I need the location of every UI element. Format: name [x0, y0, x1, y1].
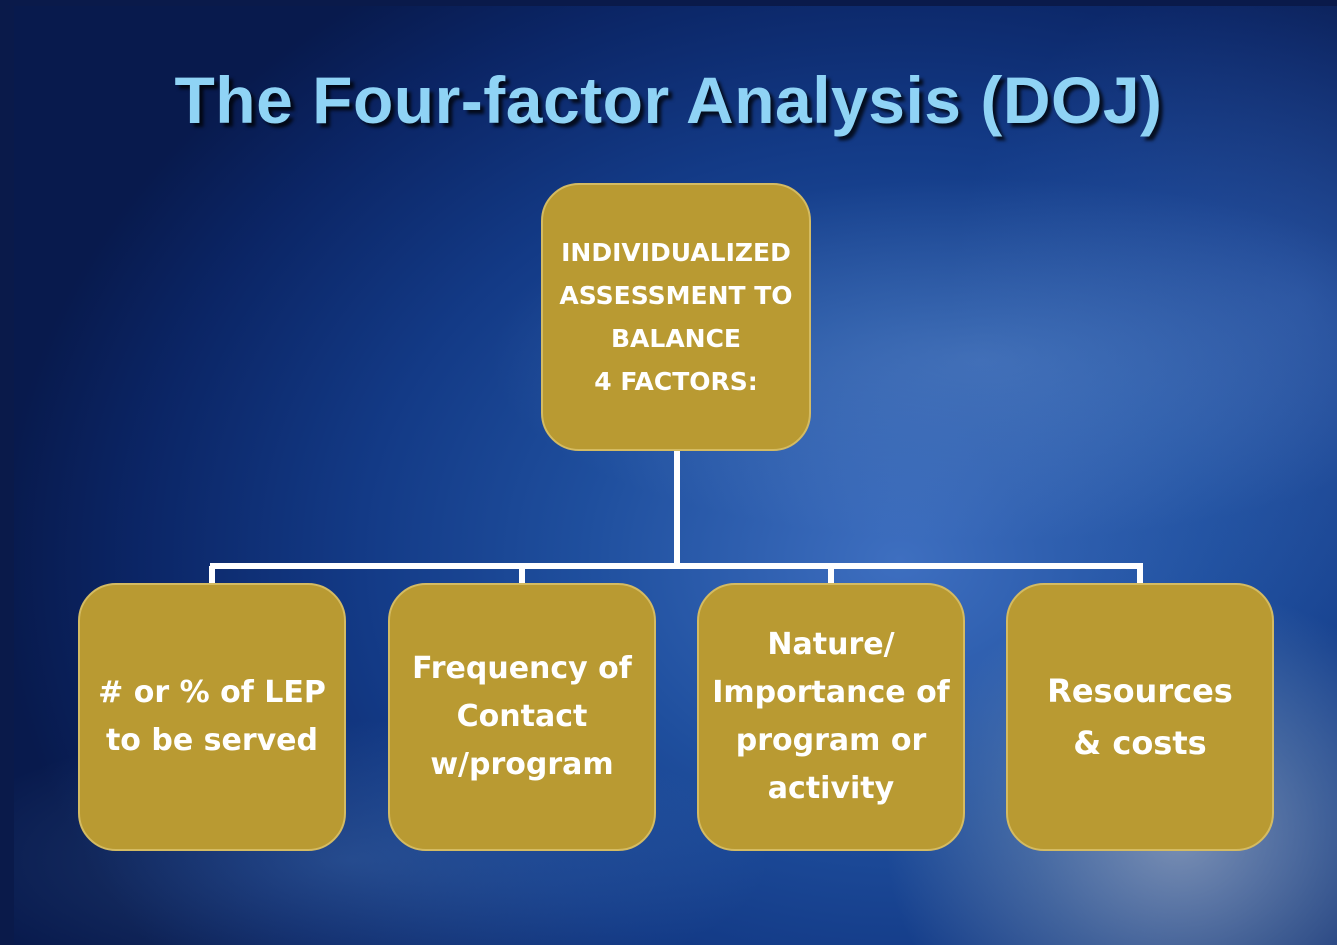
slide-title: The Four-factor Analysis (DOJ): [174, 63, 1163, 137]
slide-frame-top: [0, 0, 1337, 6]
factor-box-nature-importance: Nature/ Importance of program or activit…: [697, 583, 965, 851]
factor-box-frequency-of-contact: Frequency of Contact w/program: [388, 583, 656, 851]
root-assessment-box: INDIVIDUALIZED ASSESSMENT TO BALANCE 4 F…: [541, 183, 811, 451]
factor-box-number-of-lep: # or % of LEP to be served: [78, 583, 346, 851]
slide-frame-left: [0, 0, 14, 945]
factor-box-resources-costs: Resources & costs: [1006, 583, 1274, 851]
